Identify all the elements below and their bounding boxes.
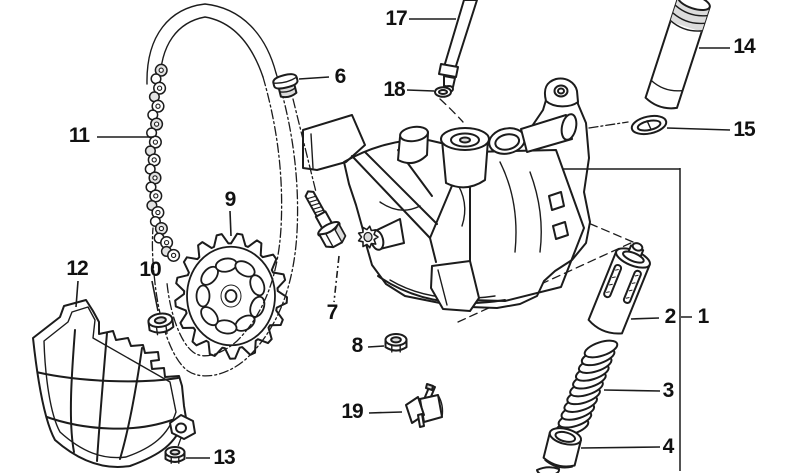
part-label-14: 14 (733, 35, 755, 58)
part-label-8: 8 (351, 334, 364, 357)
part-2-relief-valve-piston (587, 237, 656, 338)
leader-line-19 (369, 412, 402, 413)
leader-line-2 (631, 318, 659, 319)
leader-line-12 (76, 281, 78, 307)
oil-pump-housing (303, 79, 590, 311)
cover-ear-hole (176, 424, 186, 433)
part-7-bolt (298, 186, 349, 251)
part-label-13: 13 (213, 446, 235, 469)
leader-line-7 (334, 256, 339, 302)
part-label-10: 10 (139, 258, 161, 281)
part-18-o-ring (435, 87, 451, 97)
part-9-sprocket (175, 234, 287, 359)
leader-line-15 (667, 128, 730, 130)
part-4-valve-sleeve (542, 425, 582, 471)
pump-bracket-pad (303, 115, 365, 170)
part-label-17: 17 (385, 7, 407, 30)
oring-axis-line (589, 122, 628, 128)
leader-line-4 (581, 447, 660, 448)
part-label-2: 2 (664, 305, 677, 328)
part-label-9: 9 (224, 188, 237, 211)
part-label-6: 6 (334, 65, 347, 88)
leader-line-10 (152, 281, 158, 311)
chain-phantom-inner (167, 77, 282, 356)
part-19-retainer-clip (406, 384, 443, 427)
part-11-timing-chain (145, 4, 297, 376)
chain-links (145, 64, 179, 261)
chain-arch-outer (147, 4, 276, 84)
part-15-o-ring (630, 113, 668, 137)
valve-bore-line-lower (458, 242, 633, 322)
part-label-18: 18 (383, 78, 405, 101)
part-label-7: 7 (326, 301, 339, 324)
plug-axis-line (293, 99, 316, 192)
chain-arch-inner (160, 17, 263, 84)
part-label-11: 11 (68, 124, 90, 147)
part-label-12: 12 (66, 257, 88, 280)
leader-line-8 (368, 346, 384, 347)
part-label-19: 19 (341, 400, 363, 423)
part-label-1: 1 (697, 305, 710, 328)
part-label-4: 4 (662, 435, 675, 458)
pump-foot-pad (431, 261, 479, 311)
leader-line-6 (299, 77, 329, 79)
part-14-tube (644, 0, 711, 112)
part-label-15: 15 (733, 118, 755, 141)
part-6-plug (272, 72, 301, 99)
sleeve-bottom-rim (537, 467, 559, 473)
part-label-3: 3 (662, 379, 675, 402)
leader-line-9 (230, 211, 231, 236)
chain-phantom-outer (152, 73, 297, 376)
part-12-pickup-cover (33, 300, 195, 467)
part-3-relief-valve-spring (554, 337, 620, 438)
cover-stud-line (177, 438, 181, 449)
leader-line-18 (407, 90, 434, 91)
rod-axis-line (440, 99, 463, 122)
part-17-rod (439, 0, 477, 92)
leader-line-3 (604, 390, 660, 391)
pump-drive-shaft (359, 219, 404, 251)
